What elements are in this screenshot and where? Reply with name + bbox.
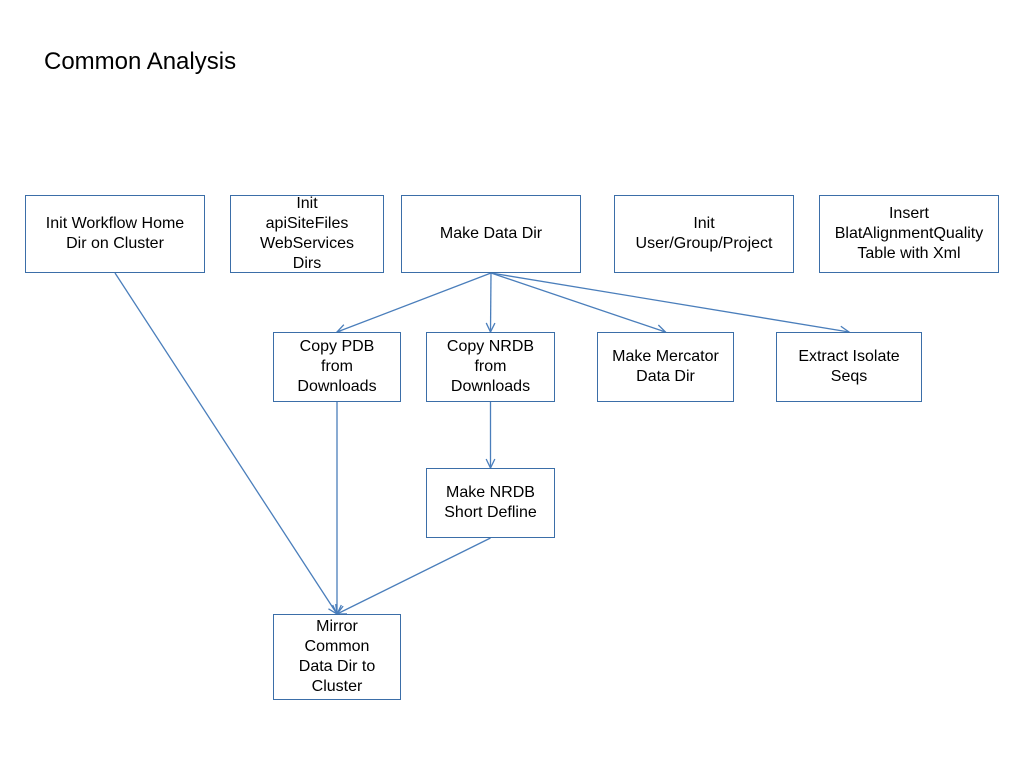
node-make-mercator-data-dir: Make Mercator Data Dir [597,332,734,402]
edge-make-data-dir-to-copy-pdb [336,272,492,333]
node-make-data-dir: Make Data Dir [401,195,581,273]
diagram-title: Common Analysis [44,48,237,75]
edge-make-data-dir-to-make-mercator [490,272,666,333]
node-mirror-common-data-dir: Mirror Common Data Dir to Cluster [273,614,401,700]
node-copy-pdb: Copy PDB from Downloads [273,332,401,402]
node-insert-blat-alignment-quality: Insert BlatAlignmentQuality Table with X… [819,195,999,273]
node-init-apisitefiles-dirs: Init apiSiteFiles WebServices Dirs [230,195,384,273]
node-extract-isolate-seqs: Extract Isolate Seqs [776,332,922,402]
node-copy-nrdb: Copy NRDB from Downloads [426,332,555,402]
node-make-nrdb-short-defline: Make NRDB Short Defline [426,468,555,538]
edge-init-workflow-to-mirror [114,272,338,615]
node-init-user-group-project: Init User/Group/Project [614,195,794,273]
edge-make-data-dir-to-copy-nrdb [489,272,492,333]
edge-make-data-dir-to-extract-isolate [490,272,850,333]
edge-make-nrdb-short-to-mirror [336,537,491,615]
node-init-workflow-home-dir: Init Workflow Home Dir on Cluster [25,195,205,273]
